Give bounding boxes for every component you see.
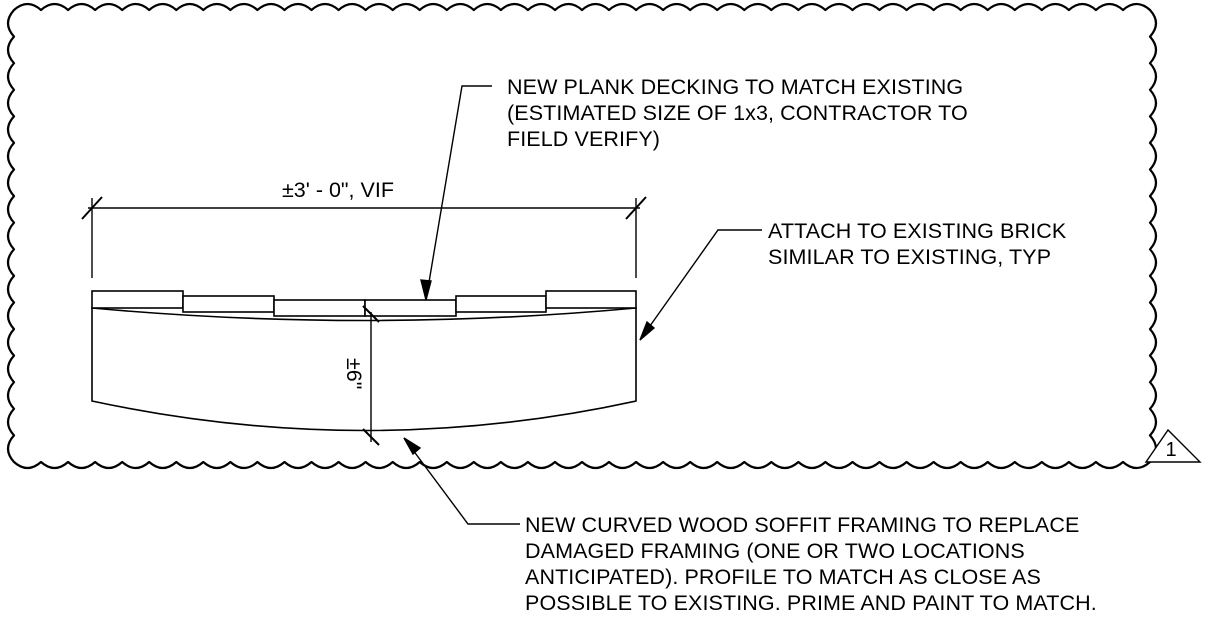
decking-arrowhead — [420, 279, 432, 301]
revision-delta: 1 — [1144, 428, 1202, 463]
revision-triangle-icon — [1144, 428, 1202, 463]
plank-2 — [182, 295, 275, 313]
soffit-note-line-3: ANTICIPATED). PROFILE TO MATCH AS CLOSE … — [525, 565, 1041, 589]
decking-note-line-3: FIELD VERIFY) — [507, 127, 661, 151]
decking-leader — [425, 85, 492, 301]
soffit-arrowhead — [403, 437, 422, 456]
decking-note-line-1: NEW PLANK DECKING TO MATCH EXISTING — [507, 75, 964, 99]
plank-1 — [91, 290, 184, 309]
width-dimension — [81, 196, 647, 278]
depth-dimension — [362, 305, 380, 446]
soffit-outline — [91, 307, 637, 432]
attach-note-line-1: ATTACH TO EXISTING BRICK — [768, 219, 1067, 243]
tick-top — [362, 305, 380, 323]
leaders — [403, 85, 762, 525]
revision-number: 1 — [1165, 439, 1176, 461]
decking-note: NEW PLANK DECKING TO MATCH EXISTING (EST… — [507, 74, 968, 152]
plank-4 — [364, 299, 457, 317]
tick-left — [81, 196, 103, 220]
depth-dimension-label: ±6" — [342, 358, 366, 390]
attach-note-line-2: SIMILAR TO EXISTING, TYP — [768, 245, 1052, 269]
attach-note: ATTACH TO EXISTING BRICK SIMILAR TO EXIS… — [768, 218, 1066, 270]
soffit-leader — [403, 437, 520, 525]
soffit-framing — [91, 307, 637, 432]
width-dimension-label: ±3' - 0", VIF — [282, 178, 394, 202]
attach-arrowhead — [639, 320, 656, 341]
soffit-note-line-2: DAMAGED FRAMING (ONE OR TWO LOCATIONS — [525, 539, 1025, 563]
plank-decking — [91, 290, 637, 317]
plank-5 — [455, 295, 547, 313]
tick-right — [625, 196, 647, 220]
soffit-note-line-4: POSSIBLE TO EXISTING. PRIME AND PAINT TO… — [525, 591, 1097, 615]
tick-bottom — [362, 428, 380, 446]
soffit-note: NEW CURVED WOOD SOFFIT FRAMING TO REPLAC… — [525, 512, 1097, 616]
plank-6 — [545, 290, 637, 309]
attach-leader — [639, 229, 762, 341]
soffit-note-line-1: NEW CURVED WOOD SOFFIT FRAMING TO REPLAC… — [525, 513, 1080, 537]
plank-3 — [273, 299, 366, 317]
decking-note-line-2: (ESTIMATED SIZE OF 1x3, CONTRACTOR TO — [507, 101, 968, 125]
